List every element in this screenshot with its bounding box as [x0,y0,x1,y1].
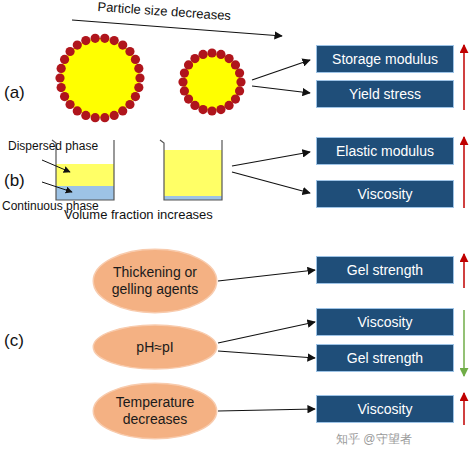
particle-dot [55,73,64,82]
node-text: pH≈pI [132,339,177,356]
property-box: Yield stress [316,80,454,108]
particle-dot [236,77,245,86]
connector-arrow [218,409,315,411]
particle-dot [100,34,109,43]
particle-dot [224,101,233,110]
node-text: Gel strength [343,262,427,279]
particle-dot [134,64,143,73]
particle-dot [180,86,189,95]
particle-dot [207,106,216,115]
particle-dot [135,73,144,82]
node-text: Temperature decreases [106,394,205,428]
label-text: (b) [4,172,25,191]
particle-dot [60,92,69,101]
particle-dot [100,113,109,122]
particle-dot [110,36,119,45]
decrease-arrow [463,310,465,376]
label-text: (c) [4,332,24,351]
particle-dot [216,50,225,59]
particle-dot [235,86,244,95]
particle-dot [57,64,66,73]
particle-dot [65,47,74,56]
property-box: Gel strength [316,256,454,284]
increase-arrow [463,45,465,110]
property-box: Elastic modulus [316,137,454,165]
particle-dot [118,106,127,115]
factor-ellipse: Thickening or gelling agents [92,248,218,314]
node-text: Viscosity [354,314,417,331]
property-box: Storage modulus [316,45,454,73]
property-box: Viscosity [316,180,454,208]
property-box: Viscosity [316,308,454,336]
particle-dot [60,55,69,64]
watermark: 知乎 @守望者 [336,433,412,446]
trend-arrow [72,20,282,36]
factor-ellipse: pH≈pI [92,324,218,370]
label-text: Volume fraction increases [64,208,213,222]
particle-dot [235,68,244,77]
particle-dot [178,77,187,86]
particle-dot [65,100,74,109]
particle-dot [73,106,82,115]
effect-arrow [232,172,310,193]
particle-dot [184,94,193,103]
particle-dot [231,60,240,69]
particle-dot [131,55,140,64]
emulsion-droplets [55,34,245,123]
particle-dot [91,34,100,43]
label-text: Dispersed phase [8,140,98,153]
node-text: Elastic modulus [332,143,438,160]
particle-dot [134,83,143,92]
effect-arrow [252,86,310,93]
node-text: Viscosity [354,401,417,418]
particle-dot [216,105,225,114]
increase-arrow [463,254,465,288]
effect-arrow [232,152,310,166]
increase-arrow [463,137,465,208]
particle-dot [125,100,134,109]
connector-arrow [218,270,315,281]
droplet-large [60,38,140,118]
property-box: Viscosity [316,395,454,423]
particle-dot [131,92,140,101]
particle-dot [118,40,127,49]
beaker [160,140,222,200]
particle-dot [81,111,90,120]
property-box: Gel strength [316,344,454,372]
label-text: (a) [4,84,25,103]
node-text: Gel strength [343,350,427,367]
label-text: Particle size decreases [97,0,231,24]
particle-dot [180,68,189,77]
particle-dot [57,83,66,92]
factor-ellipse: Temperature decreases [92,382,218,440]
leader-arrow [42,182,72,192]
node-text: Storage modulus [328,51,442,68]
node-text: Viscosity [354,186,417,203]
particle-dot [198,105,207,114]
effect-arrow [252,60,310,80]
connector-arrow [218,322,315,343]
connector-arrow [218,351,315,358]
particle-dot [73,40,82,49]
increase-arrow [463,393,465,425]
droplet-small [183,53,241,111]
particle-dot [81,36,90,45]
particle-dot [91,113,100,122]
leader-arrow [42,160,70,172]
particle-dot [190,54,199,63]
node-text: Yield stress [345,86,425,103]
node-text: Thickening or gelling agents [106,264,205,298]
particle-dot [125,47,134,56]
particle-dot [110,111,119,120]
particle-dot [198,50,207,59]
particle-dot [207,48,216,57]
